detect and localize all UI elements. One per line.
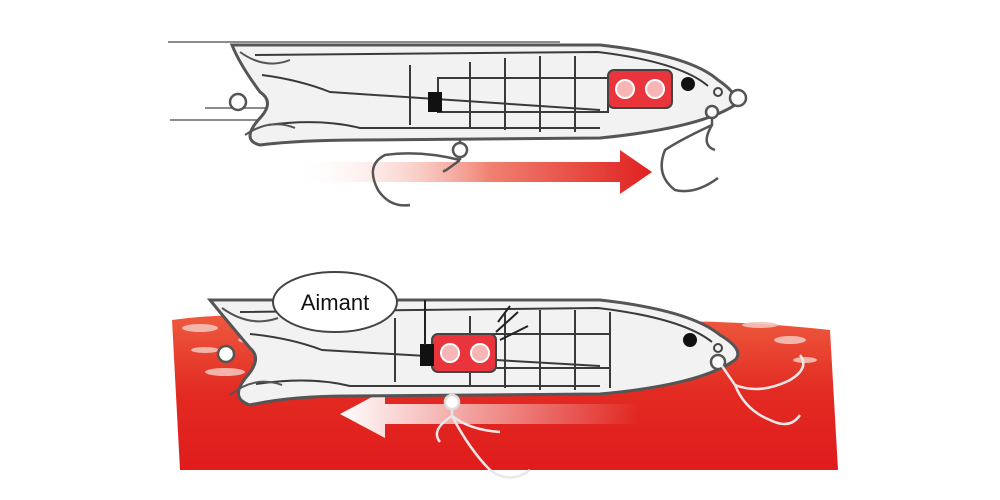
magnet-block: [420, 344, 434, 366]
arrow-right-icon: [295, 150, 652, 194]
treble-hook-icon: [720, 354, 805, 426]
weight-ball-left: [440, 343, 460, 363]
bottom-lure-group: Aimant: [172, 271, 838, 479]
lure-body-outline: [229, 43, 738, 147]
callout-bubble: [272, 271, 398, 333]
hook-eye: [451, 141, 469, 159]
tail-eye: [216, 344, 236, 364]
treble-hook-icon: [660, 108, 719, 193]
rear-block: [428, 92, 442, 112]
hook-eye: [704, 104, 720, 120]
eye-icon: [713, 87, 723, 97]
magnet-callout: Aimant: [272, 271, 398, 333]
callout-label: Aimant: [301, 290, 369, 315]
weight-ball-right: [645, 79, 665, 99]
nose-eye: [709, 353, 727, 371]
hook-eye: [443, 393, 461, 411]
magnet-dot: [683, 333, 697, 347]
eye-icon: [713, 343, 723, 353]
tail-eye: [228, 92, 248, 112]
arrow-left-icon: [340, 390, 640, 438]
magnet-dot: [681, 77, 695, 91]
weight-ball-right: [470, 343, 490, 363]
impact-lines-icon: [495, 305, 529, 341]
tail-fin: [221, 307, 283, 396]
weight-ball-left: [615, 79, 635, 99]
nose-eye: [728, 88, 748, 108]
treble-hook-icon: [435, 398, 531, 479]
top-lure-group: [168, 41, 748, 207]
tail-fin: [239, 51, 296, 136]
